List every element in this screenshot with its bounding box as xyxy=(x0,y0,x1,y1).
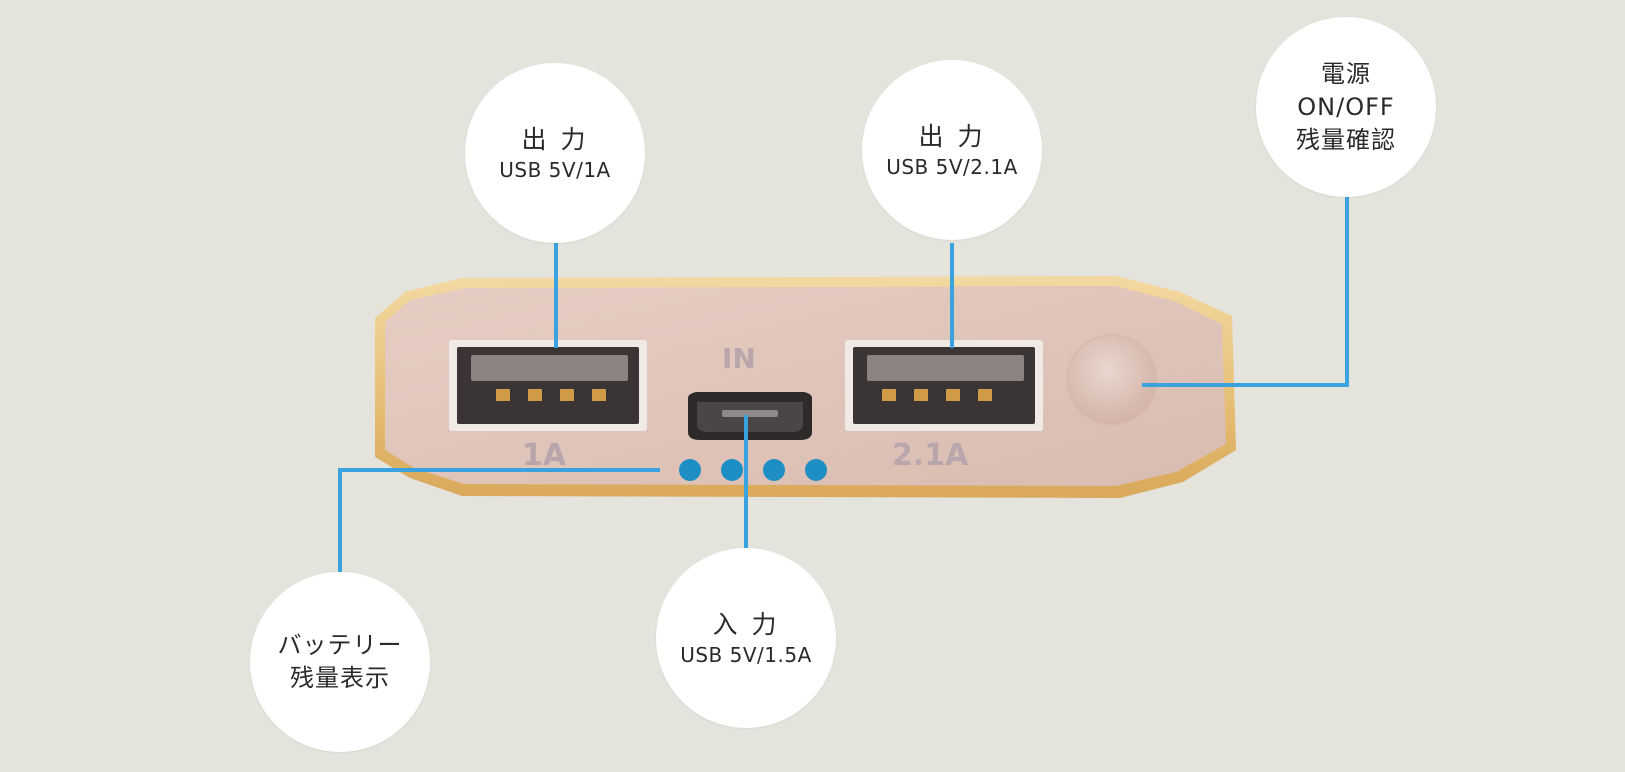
power-button xyxy=(1066,334,1158,426)
battery-led-2 xyxy=(721,459,743,481)
leader-line-battery xyxy=(338,468,660,572)
usb-port-2-1a xyxy=(845,340,1043,431)
usb-port-1a xyxy=(449,340,647,431)
callout-output-2-1a-spec: USB 5V/2.1A xyxy=(886,154,1018,179)
callout-input: 入 力 USB 5V/1.5A xyxy=(656,548,836,728)
callout-power-line3: 残量確認 xyxy=(1296,125,1396,154)
micro-usb-port xyxy=(688,392,812,440)
callout-input-title: 入 力 xyxy=(712,609,780,639)
battery-led-3 xyxy=(763,459,785,481)
callout-battery-line2: 残量表示 xyxy=(290,664,390,692)
callout-output-2-1a-title: 出 力 xyxy=(918,121,986,151)
callout-battery-line1: バッテリー xyxy=(277,631,403,659)
callout-power: 電源 ON/OFF 残量確認 xyxy=(1256,17,1436,197)
callout-output-1a-spec: USB 5V/1A xyxy=(499,157,611,182)
callout-input-spec: USB 5V/1.5A xyxy=(680,642,812,667)
usb-right-label: 2.1A xyxy=(892,438,969,473)
usb-left-label: 1A xyxy=(522,438,567,473)
callout-power-line2: ON/OFF xyxy=(1297,92,1395,121)
battery-led-1 xyxy=(679,459,701,481)
leader-line-power xyxy=(1142,196,1349,387)
callout-battery: バッテリー 残量表示 xyxy=(250,572,430,752)
battery-led-4 xyxy=(805,459,827,481)
callout-power-line1: 電源 xyxy=(1321,59,1371,88)
callout-output-1a-title: 出 力 xyxy=(521,124,589,154)
callout-output-2-1a: 出 力 USB 5V/2.1A xyxy=(862,60,1042,240)
power-bank-face xyxy=(385,286,1226,486)
input-port-label: IN xyxy=(722,342,756,375)
callout-output-1a: 出 力 USB 5V/1A xyxy=(465,63,645,243)
